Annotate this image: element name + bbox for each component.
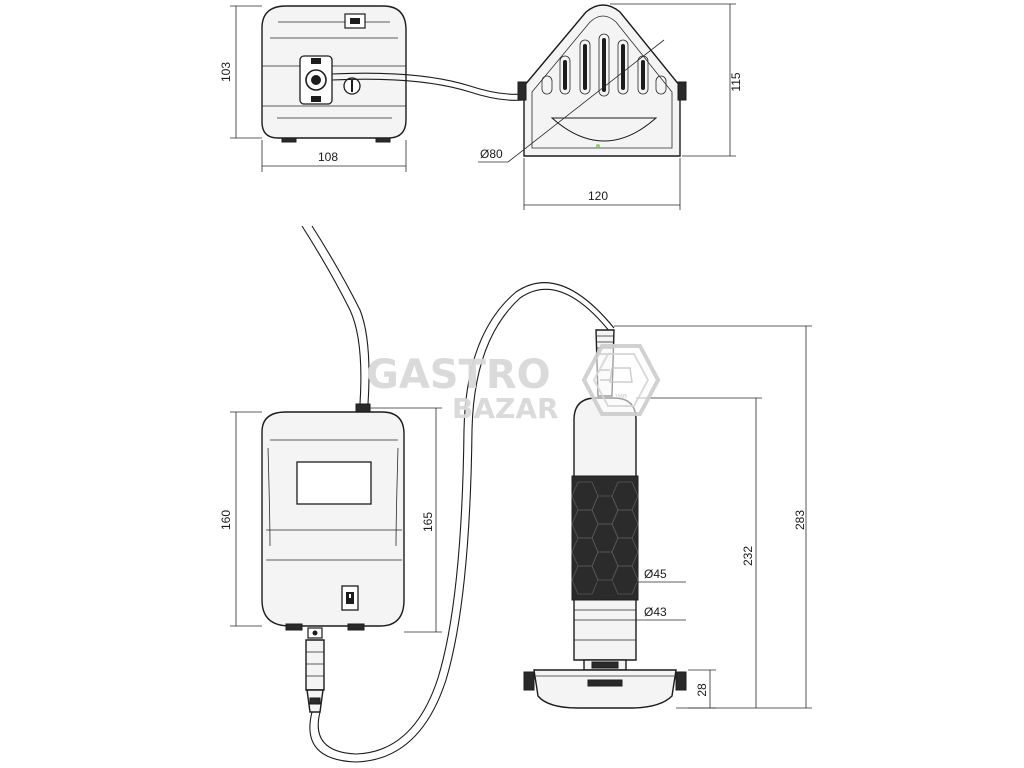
display-window — [296, 461, 372, 505]
cable-plug — [305, 627, 325, 713]
grip-pattern — [571, 475, 639, 601]
knob-icon — [343, 77, 361, 95]
handle-unit-view: 283 232 Ø45 Ø43 28 — [523, 325, 812, 709]
dim-controller-height-left: 160 — [219, 510, 233, 530]
dim-grip-diameter: Ø45 — [644, 567, 667, 581]
dim-control-unit-width: 108 — [318, 150, 338, 164]
dim-controller-height-right: 165 — [421, 512, 435, 532]
dim-body-diameter: Ø43 — [644, 605, 667, 619]
control-unit-front-view: 103 108 — [219, 5, 525, 172]
watermark: GASTRO BAZAR 1995 — [366, 344, 661, 425]
dim-handle-total-height: 283 — [793, 510, 807, 530]
logo-year: 1995 — [615, 394, 628, 400]
watermark-line2: BAZAR — [452, 392, 559, 425]
foot-pedal-view: 115 Ø80 120 — [478, 3, 743, 210]
power-switch-icon — [344, 13, 366, 29]
dim-base-height: 28 — [695, 683, 709, 697]
dim-pedal-height: 115 — [729, 72, 743, 91]
pedal-slots — [541, 33, 667, 97]
dim-handle-body-height: 232 — [741, 546, 755, 566]
power-cable — [301, 225, 370, 405]
dim-control-unit-height: 103 — [219, 62, 233, 82]
dim-pedal-diameter: Ø80 — [480, 147, 503, 161]
handle-cable — [309, 282, 615, 763]
watermark-line1: GASTRO — [366, 352, 551, 398]
hexagon-logo-icon: 1995 — [581, 344, 661, 416]
controller-box-view: 160 165 — [219, 403, 442, 713]
dim-pedal-width: 120 — [588, 189, 608, 203]
power-switch-icon — [341, 585, 359, 611]
connector-icon — [299, 55, 333, 105]
